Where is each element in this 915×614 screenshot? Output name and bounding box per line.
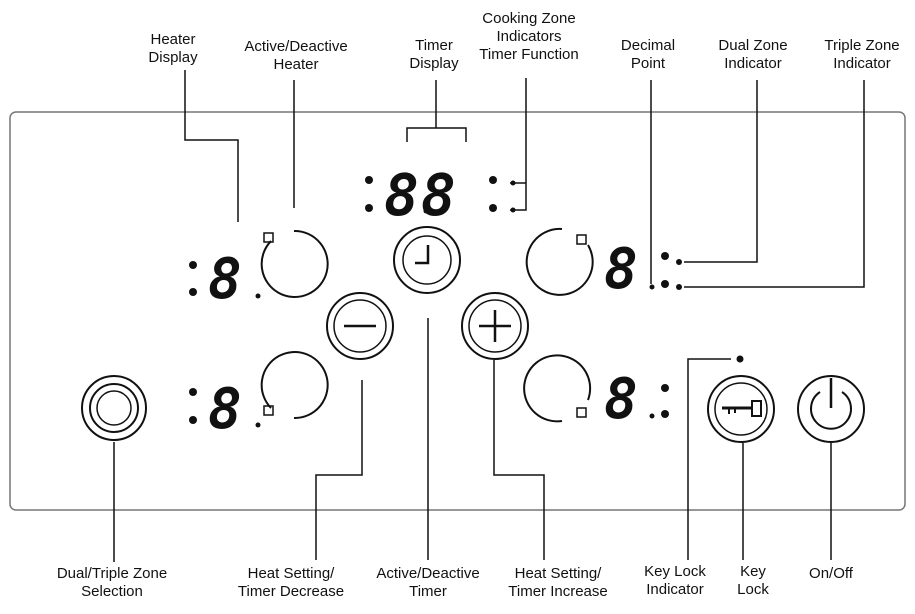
label-heat-setting-timer-increase: Heat Setting/Timer Increase xyxy=(508,565,608,600)
key-icon xyxy=(722,400,762,417)
heater-ring-left-bottom xyxy=(260,351,329,420)
key-lock-indicator-dot xyxy=(736,355,744,363)
dual-zone-indicator xyxy=(676,259,682,265)
leader-lines xyxy=(113,70,865,562)
heater-ring-right-top xyxy=(525,227,594,296)
plus-button[interactable] xyxy=(461,292,529,360)
label-heat-setting-timer-decrease: Heat Setting/Timer Decrease xyxy=(237,565,345,600)
dual-triple-zone-selection-button[interactable] xyxy=(81,375,147,441)
power-icon xyxy=(810,378,852,430)
key-lock-button[interactable] xyxy=(707,375,775,443)
triple-zone-indicator xyxy=(676,284,682,290)
heater-display-right-bottom: 8 xyxy=(604,367,638,432)
heater-display-right-top: 8 xyxy=(604,237,638,302)
label-on-off: On/Off xyxy=(809,565,853,582)
decimal-point xyxy=(649,284,655,290)
timer-display: 88 xyxy=(384,161,458,229)
heater-ring-left-top xyxy=(260,229,329,298)
control-panel xyxy=(9,111,906,511)
timer-button[interactable] xyxy=(393,226,461,294)
heater-ring-right-bottom xyxy=(523,354,592,423)
minus-button[interactable] xyxy=(326,292,394,360)
on-off-button[interactable] xyxy=(797,375,865,443)
heater-display-left-bottom: 8 xyxy=(208,377,242,442)
indicator-dots xyxy=(189,176,744,428)
heater-display-left-top: 8 xyxy=(208,247,242,312)
